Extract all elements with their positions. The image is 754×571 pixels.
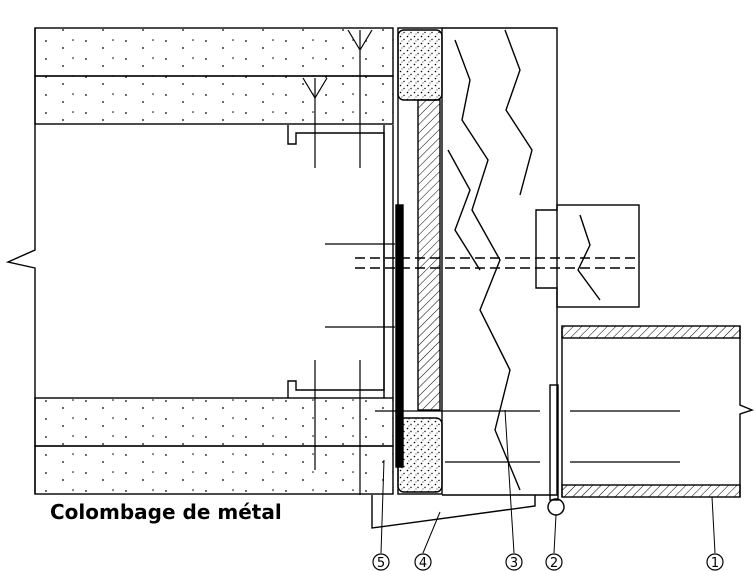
anchor-bolt [355, 257, 640, 269]
leader-lines [380, 409, 716, 554]
callout-1: 1 [706, 553, 724, 571]
svg-text:1: 1 [711, 556, 719, 571]
svg-text:5: 5 [377, 556, 385, 571]
break-line-left [5, 28, 36, 494]
metal-stud [287, 125, 394, 398]
callouts: 5 4 3 2 1 [372, 553, 724, 571]
svg-text:3: 3 [510, 556, 518, 571]
svg-text:2: 2 [550, 556, 558, 571]
steel-channel [561, 325, 754, 498]
svg-text:4: 4 [419, 556, 427, 571]
screws [302, 29, 680, 495]
bottom-floor-deck [34, 397, 394, 495]
callout-3: 3 [505, 553, 523, 571]
callout-2: 2 [545, 553, 563, 571]
sealant-top [397, 29, 443, 101]
stone-block [556, 204, 640, 308]
callout-4: 4 [414, 553, 432, 571]
drawing-caption: Colombage de métal [50, 500, 282, 524]
air-barrier-strip [395, 204, 404, 468]
sealant-bottom [397, 417, 443, 493]
drip-flashing [371, 495, 536, 529]
callout-5: 5 [372, 553, 390, 571]
stone-cladding [442, 27, 558, 496]
top-floor-deck [34, 27, 394, 125]
